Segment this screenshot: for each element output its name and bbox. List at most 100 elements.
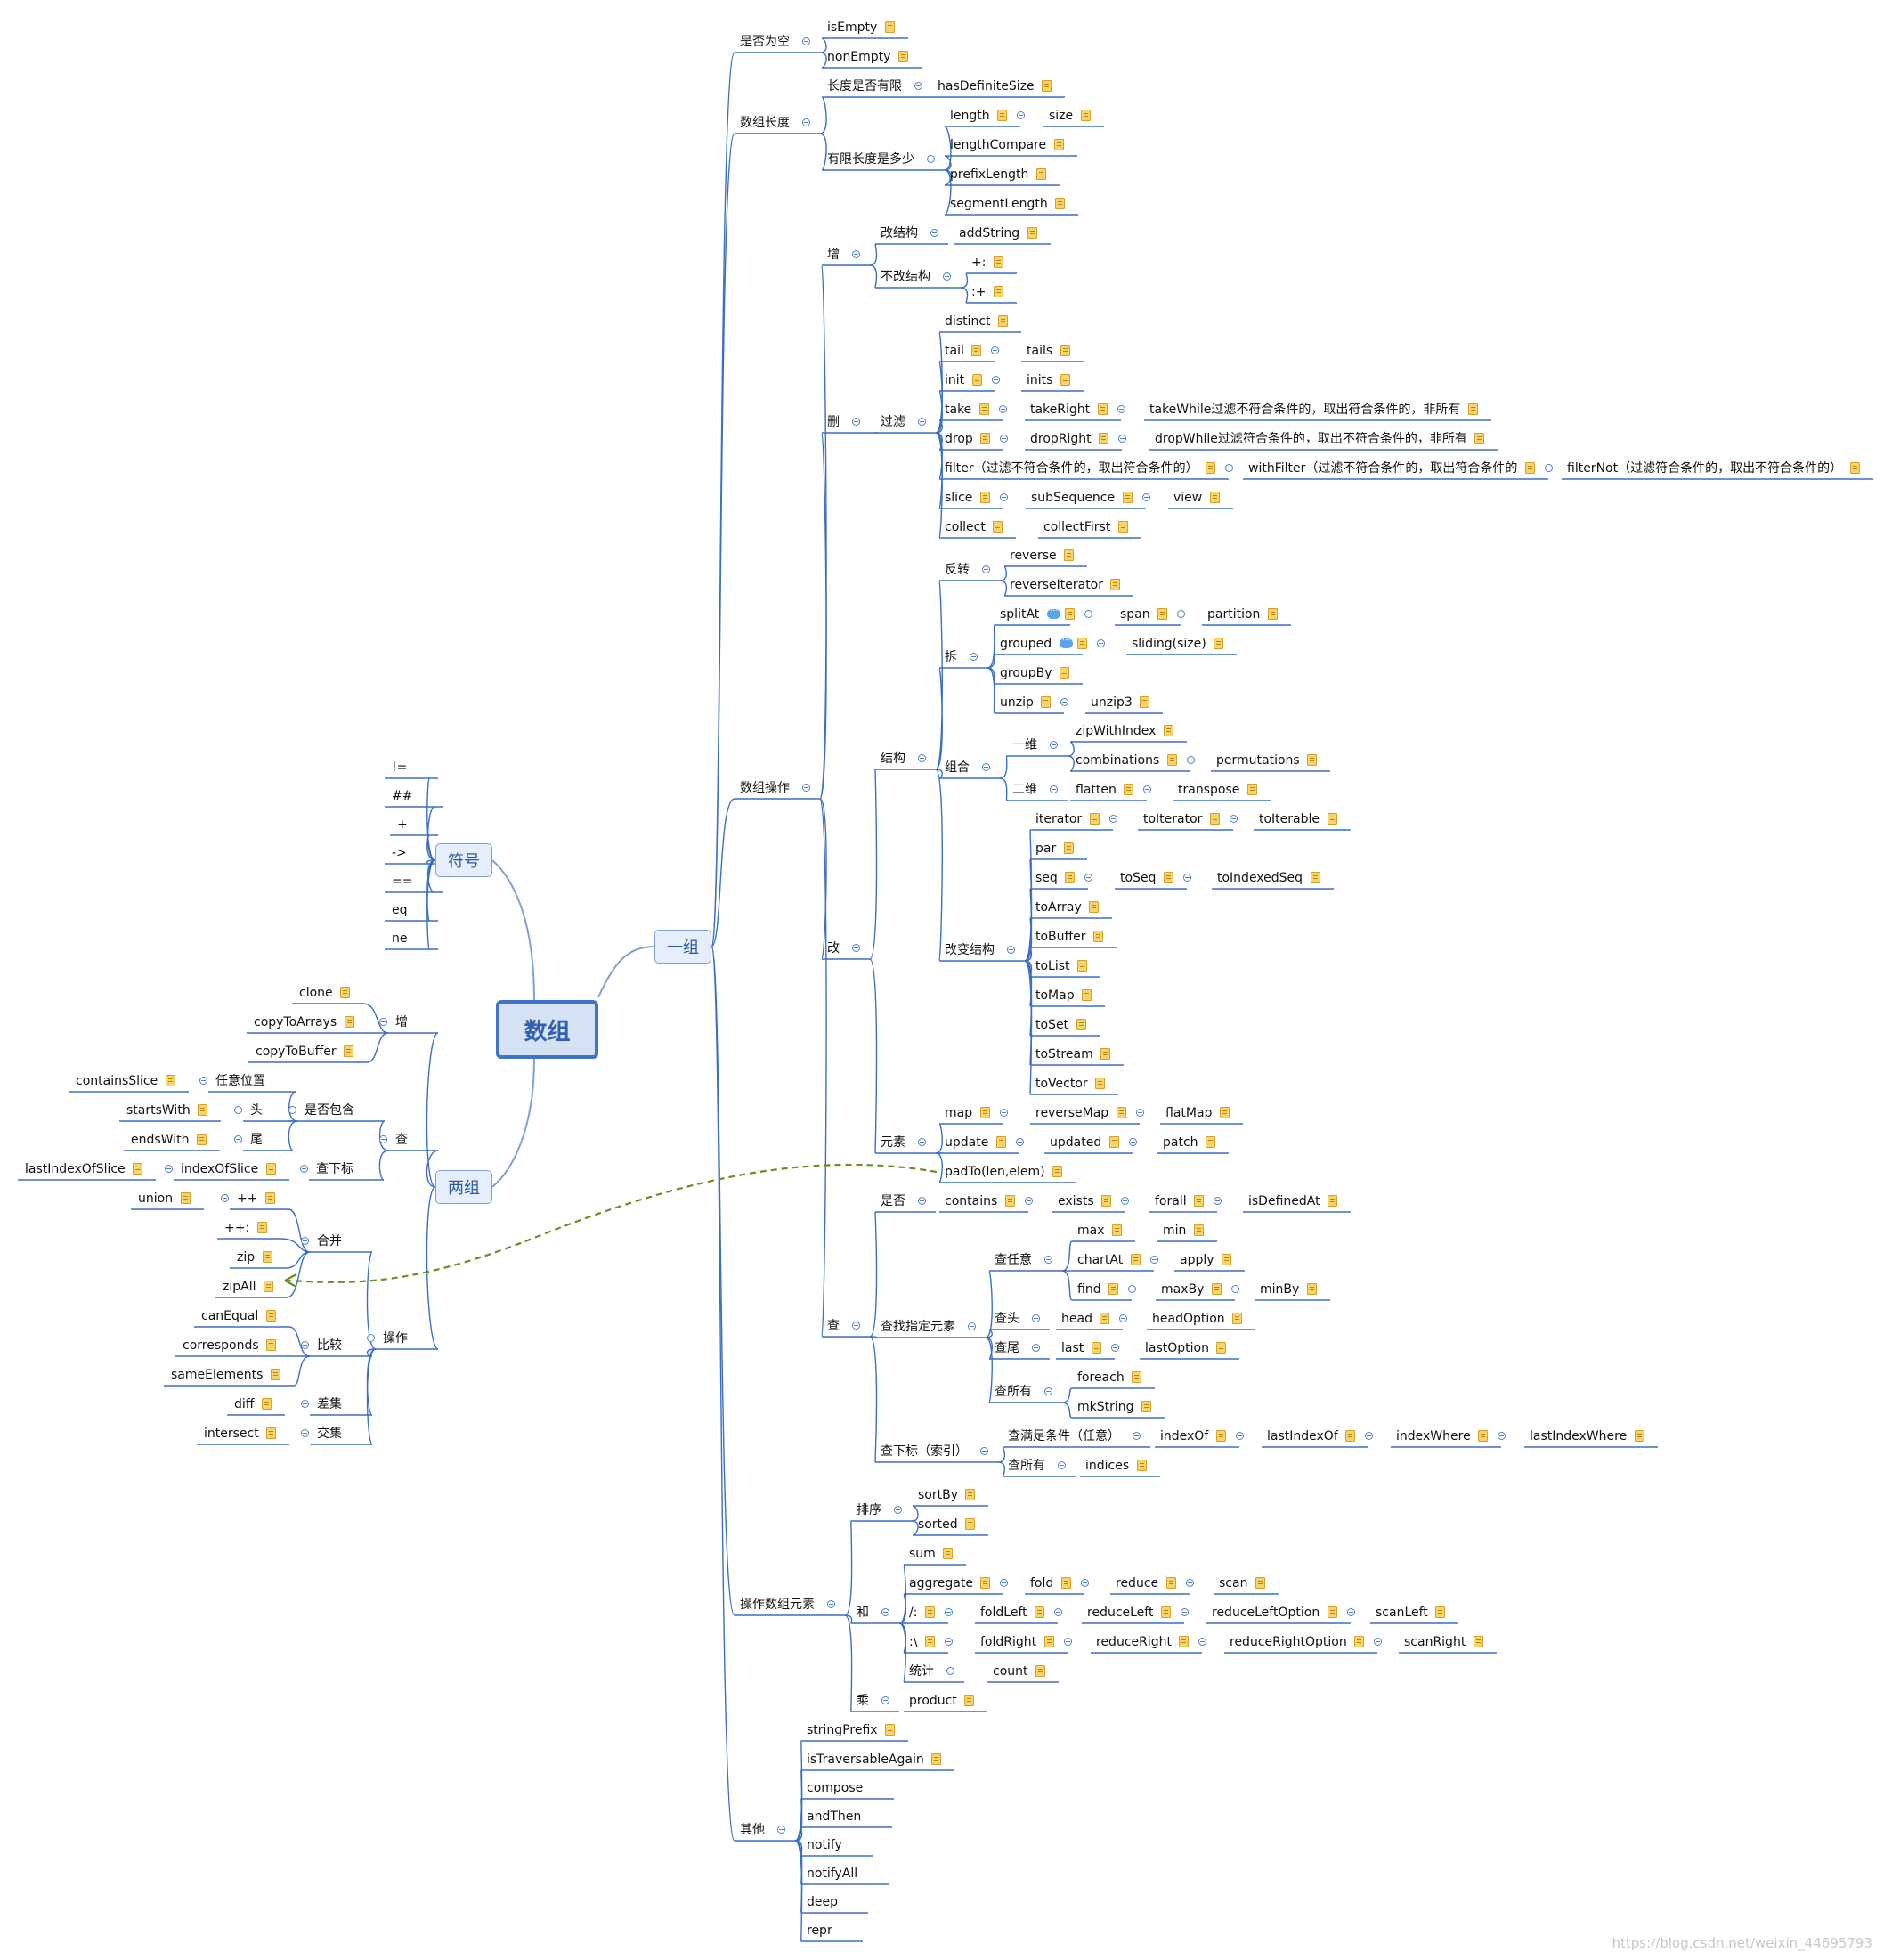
node-segmentlength[interactable]: segmentLength: [950, 197, 1048, 211]
collapse-toggle-icon[interactable]: [852, 944, 860, 952]
node-indexofslice[interactable]: indexOfSlice: [181, 1162, 259, 1176]
collapse-toggle-icon[interactable]: [1236, 1432, 1244, 1440]
node-del[interactable]: 删: [827, 415, 840, 429]
note-icon[interactable]: [1124, 784, 1133, 795]
node-append[interactable]: :+: [971, 285, 987, 299]
note-icon[interactable]: [1137, 1460, 1147, 1471]
note-icon[interactable]: [1081, 110, 1091, 121]
note-icon[interactable]: [1055, 198, 1065, 209]
note-icon[interactable]: [1141, 1401, 1151, 1412]
node-zipwithindex[interactable]: zipWithIndex: [1076, 724, 1157, 738]
collapse-toggle-icon[interactable]: [852, 1322, 860, 1330]
node-slice[interactable]: slice: [945, 491, 973, 505]
node-idxpos[interactable]: 查下标: [316, 1162, 353, 1176]
collapse-toggle-icon[interactable]: [1097, 639, 1105, 647]
node-foreach[interactable]: foreach: [1077, 1370, 1125, 1385]
node-lengthcompare[interactable]: lengthCompare: [950, 138, 1047, 152]
note-icon[interactable]: [1179, 1636, 1189, 1647]
node-ops[interactable]: 数组操作: [740, 781, 790, 795]
collapse-toggle-icon[interactable]: [945, 1608, 953, 1616]
note-icon[interactable]: [1077, 638, 1087, 649]
collapse-toggle-icon[interactable]: [1017, 111, 1025, 119]
node-span[interactable]: span: [1120, 607, 1150, 622]
node-neq[interactable]: ne: [392, 931, 408, 946]
node-startswith[interactable]: startsWith: [126, 1103, 191, 1118]
node-map[interactable]: map: [945, 1106, 973, 1120]
collapse-toggle-icon[interactable]: [234, 1135, 242, 1143]
collapse-toggle-icon[interactable]: [1177, 610, 1185, 618]
collapse-toggle-icon[interactable]: [930, 229, 938, 237]
node-lenfinite[interactable]: 长度是否有限: [827, 79, 902, 94]
collapse-toggle-icon[interactable]: [992, 376, 1000, 384]
node-twod[interactable]: 二维: [1012, 783, 1037, 797]
node-subsequence[interactable]: subSequence: [1031, 491, 1116, 505]
node-toiterable[interactable]: toIterable: [1259, 812, 1320, 826]
collapse-toggle-icon[interactable]: [1007, 946, 1015, 954]
note-icon[interactable]: [1214, 638, 1223, 649]
node-ne[interactable]: !=: [392, 760, 408, 775]
node-copytobuffer[interactable]: copyToBuffer: [256, 1045, 337, 1059]
node-allidx[interactable]: 查所有: [1008, 1459, 1045, 1473]
collapse-toggle-icon[interactable]: [1142, 493, 1150, 501]
node-add2[interactable]: 增: [395, 1015, 408, 1029]
note-icon[interactable]: [265, 1192, 275, 1204]
node-ppc[interactable]: ++:: [224, 1221, 250, 1235]
node-endswith[interactable]: endsWith: [131, 1133, 190, 1147]
node-tail[interactable]: tail: [945, 344, 964, 358]
node-tailq[interactable]: 查尾: [995, 1341, 1019, 1355]
node-indexq[interactable]: 查下标（索引）: [881, 1444, 968, 1459]
node-hasdefinitesize[interactable]: hasDefiniteSize: [938, 79, 1035, 94]
node-finitelen[interactable]: 有限长度是多少: [827, 152, 914, 167]
collapse-toggle-icon[interactable]: [300, 1165, 308, 1173]
node-pp[interactable]: ++: [237, 1191, 258, 1206]
note-icon[interactable]: [1005, 1195, 1015, 1207]
node-partition[interactable]: partition: [1207, 607, 1261, 622]
node-minby[interactable]: minBy: [1260, 1282, 1300, 1297]
collapse-toggle-icon[interactable]: [914, 82, 922, 90]
topic-one-group[interactable]: 一组: [654, 930, 711, 964]
node-flatmap[interactable]: flatMap: [1165, 1106, 1213, 1120]
note-icon[interactable]: [344, 1045, 353, 1057]
note-icon[interactable]: [997, 110, 1007, 121]
note-icon[interactable]: [263, 1251, 272, 1263]
node-diffg[interactable]: 差集: [317, 1397, 342, 1411]
node-indices[interactable]: indices: [1085, 1459, 1130, 1473]
note-icon[interactable]: [1095, 1078, 1105, 1089]
note-icon[interactable]: [965, 1518, 975, 1530]
node-toindexedseq[interactable]: toIndexedSeq: [1217, 871, 1303, 885]
collapse-toggle-icon[interactable]: [980, 1447, 988, 1455]
note-icon[interactable]: [1101, 1195, 1111, 1207]
node-dropright[interactable]: dropRight: [1030, 432, 1092, 446]
node-query[interactable]: 查: [827, 1319, 840, 1333]
note-icon[interactable]: [1092, 1342, 1101, 1354]
note-icon[interactable]: [1076, 1019, 1086, 1030]
node-copytoarrays[interactable]: copyToArrays: [254, 1015, 337, 1029]
collapse-toggle-icon[interactable]: [221, 1194, 229, 1202]
node-withfilter[interactable]: withFilter（过滤不符合条件的，取出符合条件的: [1248, 461, 1518, 476]
collapse-toggle-icon[interactable]: [945, 1638, 953, 1646]
node-len[interactable]: 数组长度: [740, 116, 790, 130]
note-icon[interactable]: [1255, 1577, 1265, 1589]
node-foldl[interactable]: /:: [909, 1606, 918, 1620]
note-icon[interactable]: [1110, 579, 1120, 590]
node-tomap[interactable]: toMap: [1035, 988, 1075, 1003]
note-icon[interactable]: [931, 1753, 941, 1765]
node-reduceleftoption[interactable]: reduceLeftOption: [1212, 1606, 1320, 1620]
node-plus[interactable]: +: [397, 817, 408, 832]
node-nonempty[interactable]: nonEmpty: [827, 50, 891, 64]
collapse-toggle-icon[interactable]: [1050, 741, 1058, 749]
node-dropwhile[interactable]: dropWhile过滤符合条件的，取出不符合条件的，非所有: [1155, 432, 1467, 446]
node-view[interactable]: view: [1173, 491, 1203, 505]
note-icon[interactable]: [198, 1104, 207, 1116]
collapse-toggle-icon[interactable]: [827, 1600, 835, 1608]
note-icon[interactable]: [885, 21, 895, 33]
collapse-toggle-icon[interactable]: [946, 1667, 954, 1675]
collapse-toggle-icon[interactable]: [1117, 405, 1125, 413]
note-icon[interactable]: [1166, 1577, 1176, 1589]
note-icon[interactable]: [133, 1163, 142, 1175]
node-intersect[interactable]: intersect: [204, 1427, 259, 1441]
node-init[interactable]: init: [945, 373, 965, 387]
collapse-toggle-icon[interactable]: [1133, 1432, 1141, 1440]
collapse-toggle-icon[interactable]: [1111, 1344, 1119, 1352]
node-reduce[interactable]: reduce: [1116, 1576, 1159, 1590]
